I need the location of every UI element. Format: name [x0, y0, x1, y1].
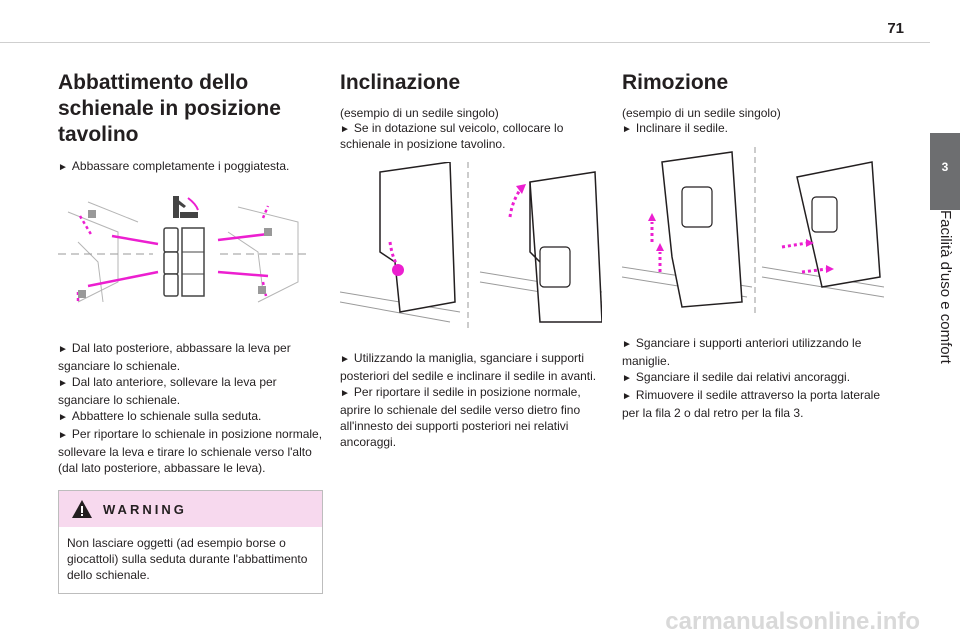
step-item: ►Per riportare il sedile in posizione no…: [340, 384, 602, 450]
bullet-icon: ►: [340, 354, 350, 365]
step-text: Sganciare i supporti anteriori utilizzan…: [622, 336, 862, 368]
intro-text: (esempio di un sedile singolo): [622, 106, 781, 120]
warning-title: WARNING: [103, 501, 187, 517]
step-text: Rimuovere il sedile attraverso la porta …: [622, 388, 881, 420]
step-text: Dal lato anteriore, sollevare la leva pe…: [58, 375, 277, 407]
section-tabletop: Abbattimento dello schienale in posizion…: [58, 70, 323, 594]
step-item: ►Inclinare il sedile.: [622, 121, 884, 137]
step-item: ►Sganciare il sedile dai relativi ancora…: [622, 369, 884, 387]
chapter-number: 3: [941, 160, 949, 174]
bullet-icon: ►: [622, 373, 632, 384]
section-title: Abbattimento dello schienale in posizion…: [58, 71, 281, 146]
bullet-icon: ►: [340, 124, 350, 135]
bullet-icon: ►: [622, 339, 632, 350]
step-text: Per riportare il sedile in posizione nor…: [340, 385, 581, 449]
section-title: Rimozione: [622, 71, 729, 94]
chapter-label: Facilità d'uso e comfort: [937, 210, 954, 364]
bullet-icon: ►: [58, 162, 68, 173]
section-title: Inclinazione: [340, 71, 461, 94]
section-tilting: Inclinazione (esempio di un sedile singo…: [340, 70, 602, 450]
chapter-tab: 3 Facilità d'uso e comfort: [930, 0, 960, 640]
bullet-icon: ►: [622, 391, 632, 402]
step-item: ►Rimuovere il sedile attraverso la porta…: [622, 387, 884, 421]
warning-text: Non lasciare oggetti (ad esempio borse o…: [67, 536, 308, 582]
step-text: Utilizzando la maniglia, sganciare i sup…: [340, 351, 597, 383]
warning-box: WARNING Non lasciare oggetti (ad esempio…: [58, 490, 323, 594]
step-text: Sganciare il sedile dai relativi ancorag…: [635, 370, 851, 384]
bullet-icon: ►: [340, 388, 350, 399]
watermark: carmanualsonline.info: [665, 608, 920, 635]
step-text: Se in dotazione sul veicolo, collocare l…: [340, 121, 564, 151]
bullet-icon: ►: [622, 124, 632, 135]
warning-header: WARNING: [59, 491, 322, 527]
seat-removal-drawing: [622, 147, 884, 317]
step-item: ►Utilizzando la maniglia, sganciare i su…: [340, 350, 602, 384]
step-item: ►Se in dotazione sul veicolo, collocare …: [340, 121, 602, 152]
step-text: Dal lato posteriore, abbassare la leva p…: [58, 341, 291, 373]
step-item: ►Dal lato posteriore, abbassare la leva …: [58, 340, 323, 374]
intro-text: (esempio di un sedile singolo): [340, 106, 499, 120]
chapter-tab-box: [930, 133, 960, 210]
step-item: ►Dal lato anteriore, sollevare la leva p…: [58, 374, 323, 408]
step-item: ►Sganciare i supporti anteriori utilizza…: [622, 335, 884, 369]
bullet-icon: ►: [58, 412, 68, 423]
bullet-icon: ►: [58, 430, 68, 441]
warning-icon: [72, 500, 92, 518]
seat-removal-illustration: [622, 147, 884, 317]
bullet-icon: ►: [58, 344, 68, 355]
step-text: Inclinare il sedile.: [635, 121, 728, 135]
step-item: ►Abbassare completamente i poggiatesta.: [58, 158, 323, 176]
seat-tilt-illustration: [340, 162, 602, 332]
seat-tilt-drawing: [340, 162, 602, 332]
seat-lever-drawing: [58, 196, 310, 304]
seat-lever-illustration: [58, 192, 310, 322]
step-text: Abbattere lo schienale sulla seduta.: [71, 409, 262, 423]
section-removal: Rimozione (esempio di un sedile singolo)…: [622, 70, 884, 421]
step-text: Abbassare completamente i poggiatesta.: [71, 159, 290, 173]
step-item: ►Abbattere lo schienale sulla seduta.: [58, 408, 323, 426]
step-item: ►Per riportare lo schienale in posizione…: [58, 426, 323, 476]
step-text: Per riportare lo schienale in posizione …: [58, 427, 323, 475]
header-divider: [0, 42, 930, 43]
bullet-icon: ►: [58, 378, 68, 389]
page-number: 71: [887, 20, 904, 37]
